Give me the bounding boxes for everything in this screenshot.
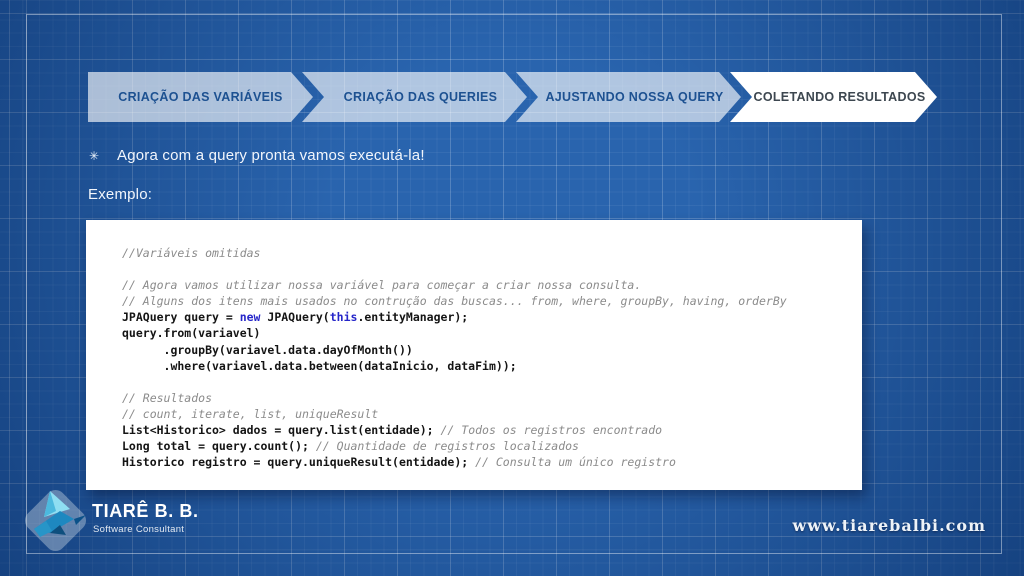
java-code-block: //Variáveis omitidas // Agora vamos util… xyxy=(122,245,852,470)
code-line: .groupBy(variavel.data.dayOfMonth()) xyxy=(122,342,413,357)
process-steps: CRIAÇÃO DAS VARIÁVEIS CRIAÇÃO DAS QUERIE… xyxy=(88,72,937,122)
code-line: .where(variavel.data.between(dataInicio,… xyxy=(122,358,517,373)
brand-subtitle: Software Consultant xyxy=(93,524,185,535)
step-ajustando-query: AJUSTANDO NOSSA QUERY xyxy=(516,72,741,122)
code-line xyxy=(122,261,852,277)
code-line: Long total = query.count(); // Quantidad… xyxy=(122,439,579,454)
code-line: // Agora vamos utilizar nossa variável p… xyxy=(122,278,642,293)
bullet-text: Agora com a query pronta vamos executá-l… xyxy=(117,147,425,164)
code-line: List<Historico> dados = query.list(entid… xyxy=(122,423,663,438)
step-label: CRIAÇÃO DAS QUERIES xyxy=(343,90,498,104)
step-coletando-resultados-active: COLETANDO RESULTADOS xyxy=(730,72,937,122)
step-label: COLETANDO RESULTADOS xyxy=(753,90,926,104)
code-line: JPAQuery query = new JPAQuery(this.entit… xyxy=(122,310,469,325)
code-line xyxy=(122,374,852,390)
star-bullet-icon: ✳ xyxy=(89,149,100,163)
brand-name: TIARÊ B. B. xyxy=(92,501,199,521)
step-criacao-queries: CRIAÇÃO DAS QUERIES xyxy=(302,72,527,122)
code-line: //Variáveis omitidas xyxy=(122,246,261,260)
step-label: AJUSTANDO NOSSA QUERY xyxy=(545,90,724,104)
code-line: // Resultados xyxy=(122,390,213,405)
step-criacao-variaveis: CRIAÇÃO DAS VARIÁVEIS xyxy=(88,72,313,122)
code-line: query.from(variavel) xyxy=(122,326,261,341)
code-snippet-card: //Variáveis omitidas // Agora vamos util… xyxy=(86,220,862,490)
code-line: Historico registro = query.uniqueResult(… xyxy=(122,455,676,470)
example-label: Exemplo: xyxy=(88,186,153,203)
code-line: // Alguns dos itens mais usados no contr… xyxy=(122,294,787,309)
step-label: CRIAÇÃO DAS VARIÁVEIS xyxy=(118,90,283,104)
code-line: // count, iterate, list, uniqueResult xyxy=(122,406,379,421)
website-url: www.tiarebalbi.com xyxy=(792,516,986,535)
origami-bird-icon xyxy=(34,491,86,537)
